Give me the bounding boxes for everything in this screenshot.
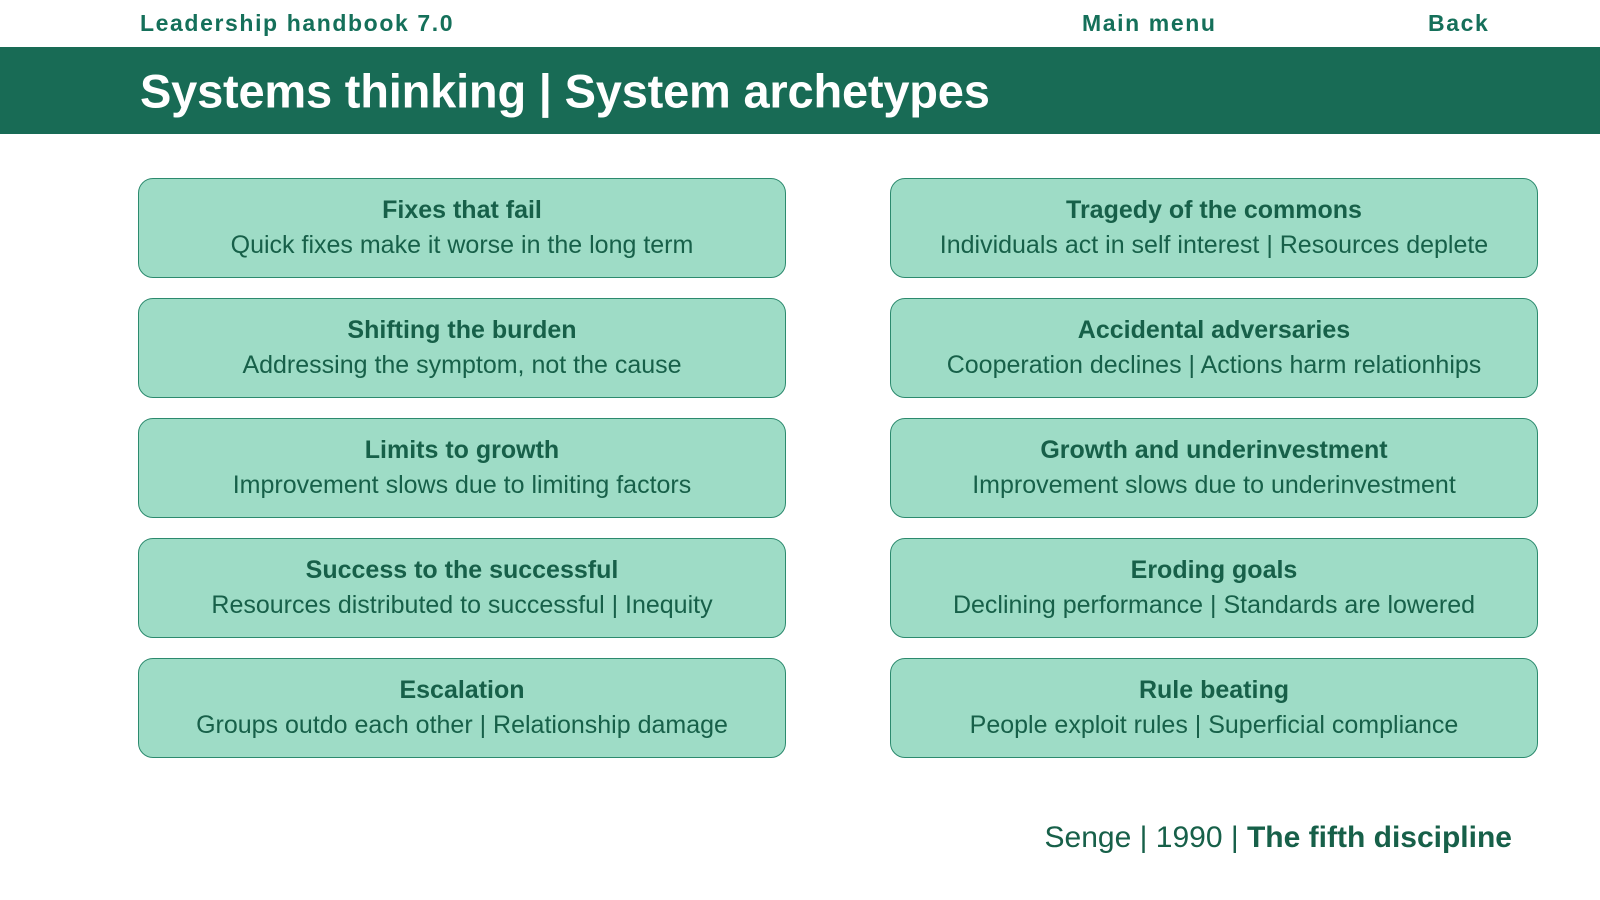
- main-menu-link[interactable]: Main menu: [1082, 10, 1217, 36]
- archetype-description: Resources distributed to successful | In…: [211, 591, 713, 619]
- source-citation: Senge | 1990 | The fifth discipline: [1045, 818, 1512, 858]
- archetype-description: Groups outdo each other | Relationship d…: [196, 711, 728, 739]
- citation-separator: |: [1131, 821, 1156, 854]
- archetype-description: Individuals act in self interest | Resou…: [939, 231, 1489, 259]
- archetype-card-tragedy-of-the-commons[interactable]: Tragedy of the commons Individuals act i…: [890, 178, 1538, 278]
- archetype-title: Growth and underinvestment: [1040, 436, 1388, 464]
- page-title: Systems thinking | System archetypes: [140, 64, 990, 117]
- archetype-title: Shifting the burden: [347, 316, 577, 344]
- archetype-title: Success to the successful: [305, 556, 619, 584]
- citation-separator: |: [1222, 821, 1247, 854]
- archetype-card-escalation[interactable]: Escalation Groups outdo each other | Rel…: [138, 658, 786, 758]
- archetype-description: Quick fixes make it worse in the long te…: [230, 231, 694, 259]
- top-navigation-bar: Leadership handbook 7.0 Main menu Back: [0, 0, 1600, 47]
- archetype-card-success-to-the-successful[interactable]: Success to the successful Resources dist…: [138, 538, 786, 638]
- citation-book-title: The fifth discipline: [1246, 821, 1512, 854]
- back-link[interactable]: Back: [1428, 10, 1490, 36]
- archetype-description: Improvement slows due to limiting factor…: [232, 471, 692, 499]
- archetype-title: Rule beating: [1138, 676, 1289, 704]
- citation-year: 1990: [1155, 821, 1223, 854]
- archetype-title: Eroding goals: [1130, 556, 1298, 584]
- archetype-title: Fixes that fail: [382, 196, 542, 224]
- archetype-card-fixes-that-fail[interactable]: Fixes that fail Quick fixes make it wors…: [138, 178, 786, 278]
- archetype-card-shifting-the-burden[interactable]: Shifting the burden Addressing the sympt…: [138, 298, 786, 398]
- archetype-grid: Fixes that fail Quick fixes make it wors…: [138, 178, 1538, 758]
- archetype-title: Limits to growth: [364, 436, 560, 464]
- archetype-card-rule-beating[interactable]: Rule beating People exploit rules | Supe…: [890, 658, 1538, 758]
- title-band: Systems thinking | System archetypes: [0, 47, 1600, 134]
- archetype-card-eroding-goals[interactable]: Eroding goals Declining performance | St…: [890, 538, 1538, 638]
- archetype-card-accidental-adversaries[interactable]: Accidental adversaries Cooperation decli…: [890, 298, 1538, 398]
- archetype-description: People exploit rules | Superficial compl…: [969, 711, 1459, 739]
- citation-author: Senge: [1044, 821, 1132, 854]
- archetype-title: Tragedy of the commons: [1066, 196, 1362, 224]
- handbook-title-label: Leadership handbook 7.0: [140, 10, 455, 36]
- archetype-description: Improvement slows due to underinvestment: [972, 471, 1456, 499]
- archetype-title: Escalation: [399, 676, 525, 704]
- archetype-card-growth-and-underinvestment[interactable]: Growth and underinvestment Improvement s…: [890, 418, 1538, 518]
- archetype-title: Accidental adversaries: [1077, 316, 1351, 344]
- archetype-description: Cooperation declines | Actions harm rela…: [946, 351, 1482, 379]
- archetype-card-limits-to-growth[interactable]: Limits to growth Improvement slows due t…: [138, 418, 786, 518]
- archetype-description: Declining performance | Standards are lo…: [952, 591, 1476, 619]
- archetype-description: Addressing the symptom, not the cause: [242, 351, 682, 379]
